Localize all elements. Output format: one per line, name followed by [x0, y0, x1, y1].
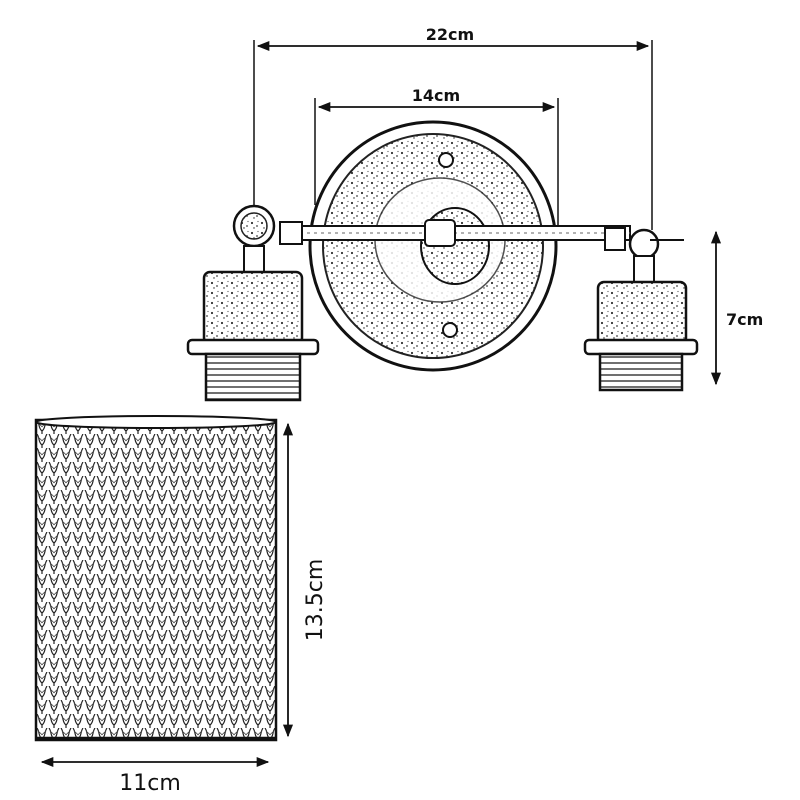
shade-width-dimension: 11cm — [40, 756, 270, 796]
screw-bottom-icon — [442, 322, 458, 338]
overall-width-dimension: 22cm — [253, 25, 653, 230]
screw-top-icon — [438, 152, 454, 168]
shade-height-label: 13.5cm — [303, 559, 328, 642]
holder-height-label: 7cm — [726, 310, 763, 329]
shade-width-label: 11cm — [119, 771, 181, 796]
cage-shade — [34, 415, 278, 742]
overall-width-label: 22cm — [426, 25, 474, 44]
right-lamp-holder — [583, 228, 699, 392]
backplate-width-label: 14cm — [412, 86, 460, 105]
backplate-width-dimension: 14cm — [314, 86, 559, 230]
shade-height-dimension: 13.5cm — [282, 422, 328, 738]
arm — [279, 219, 631, 251]
left-lamp-holder — [186, 204, 320, 402]
holder-height-dimension: 7cm — [710, 230, 763, 386]
